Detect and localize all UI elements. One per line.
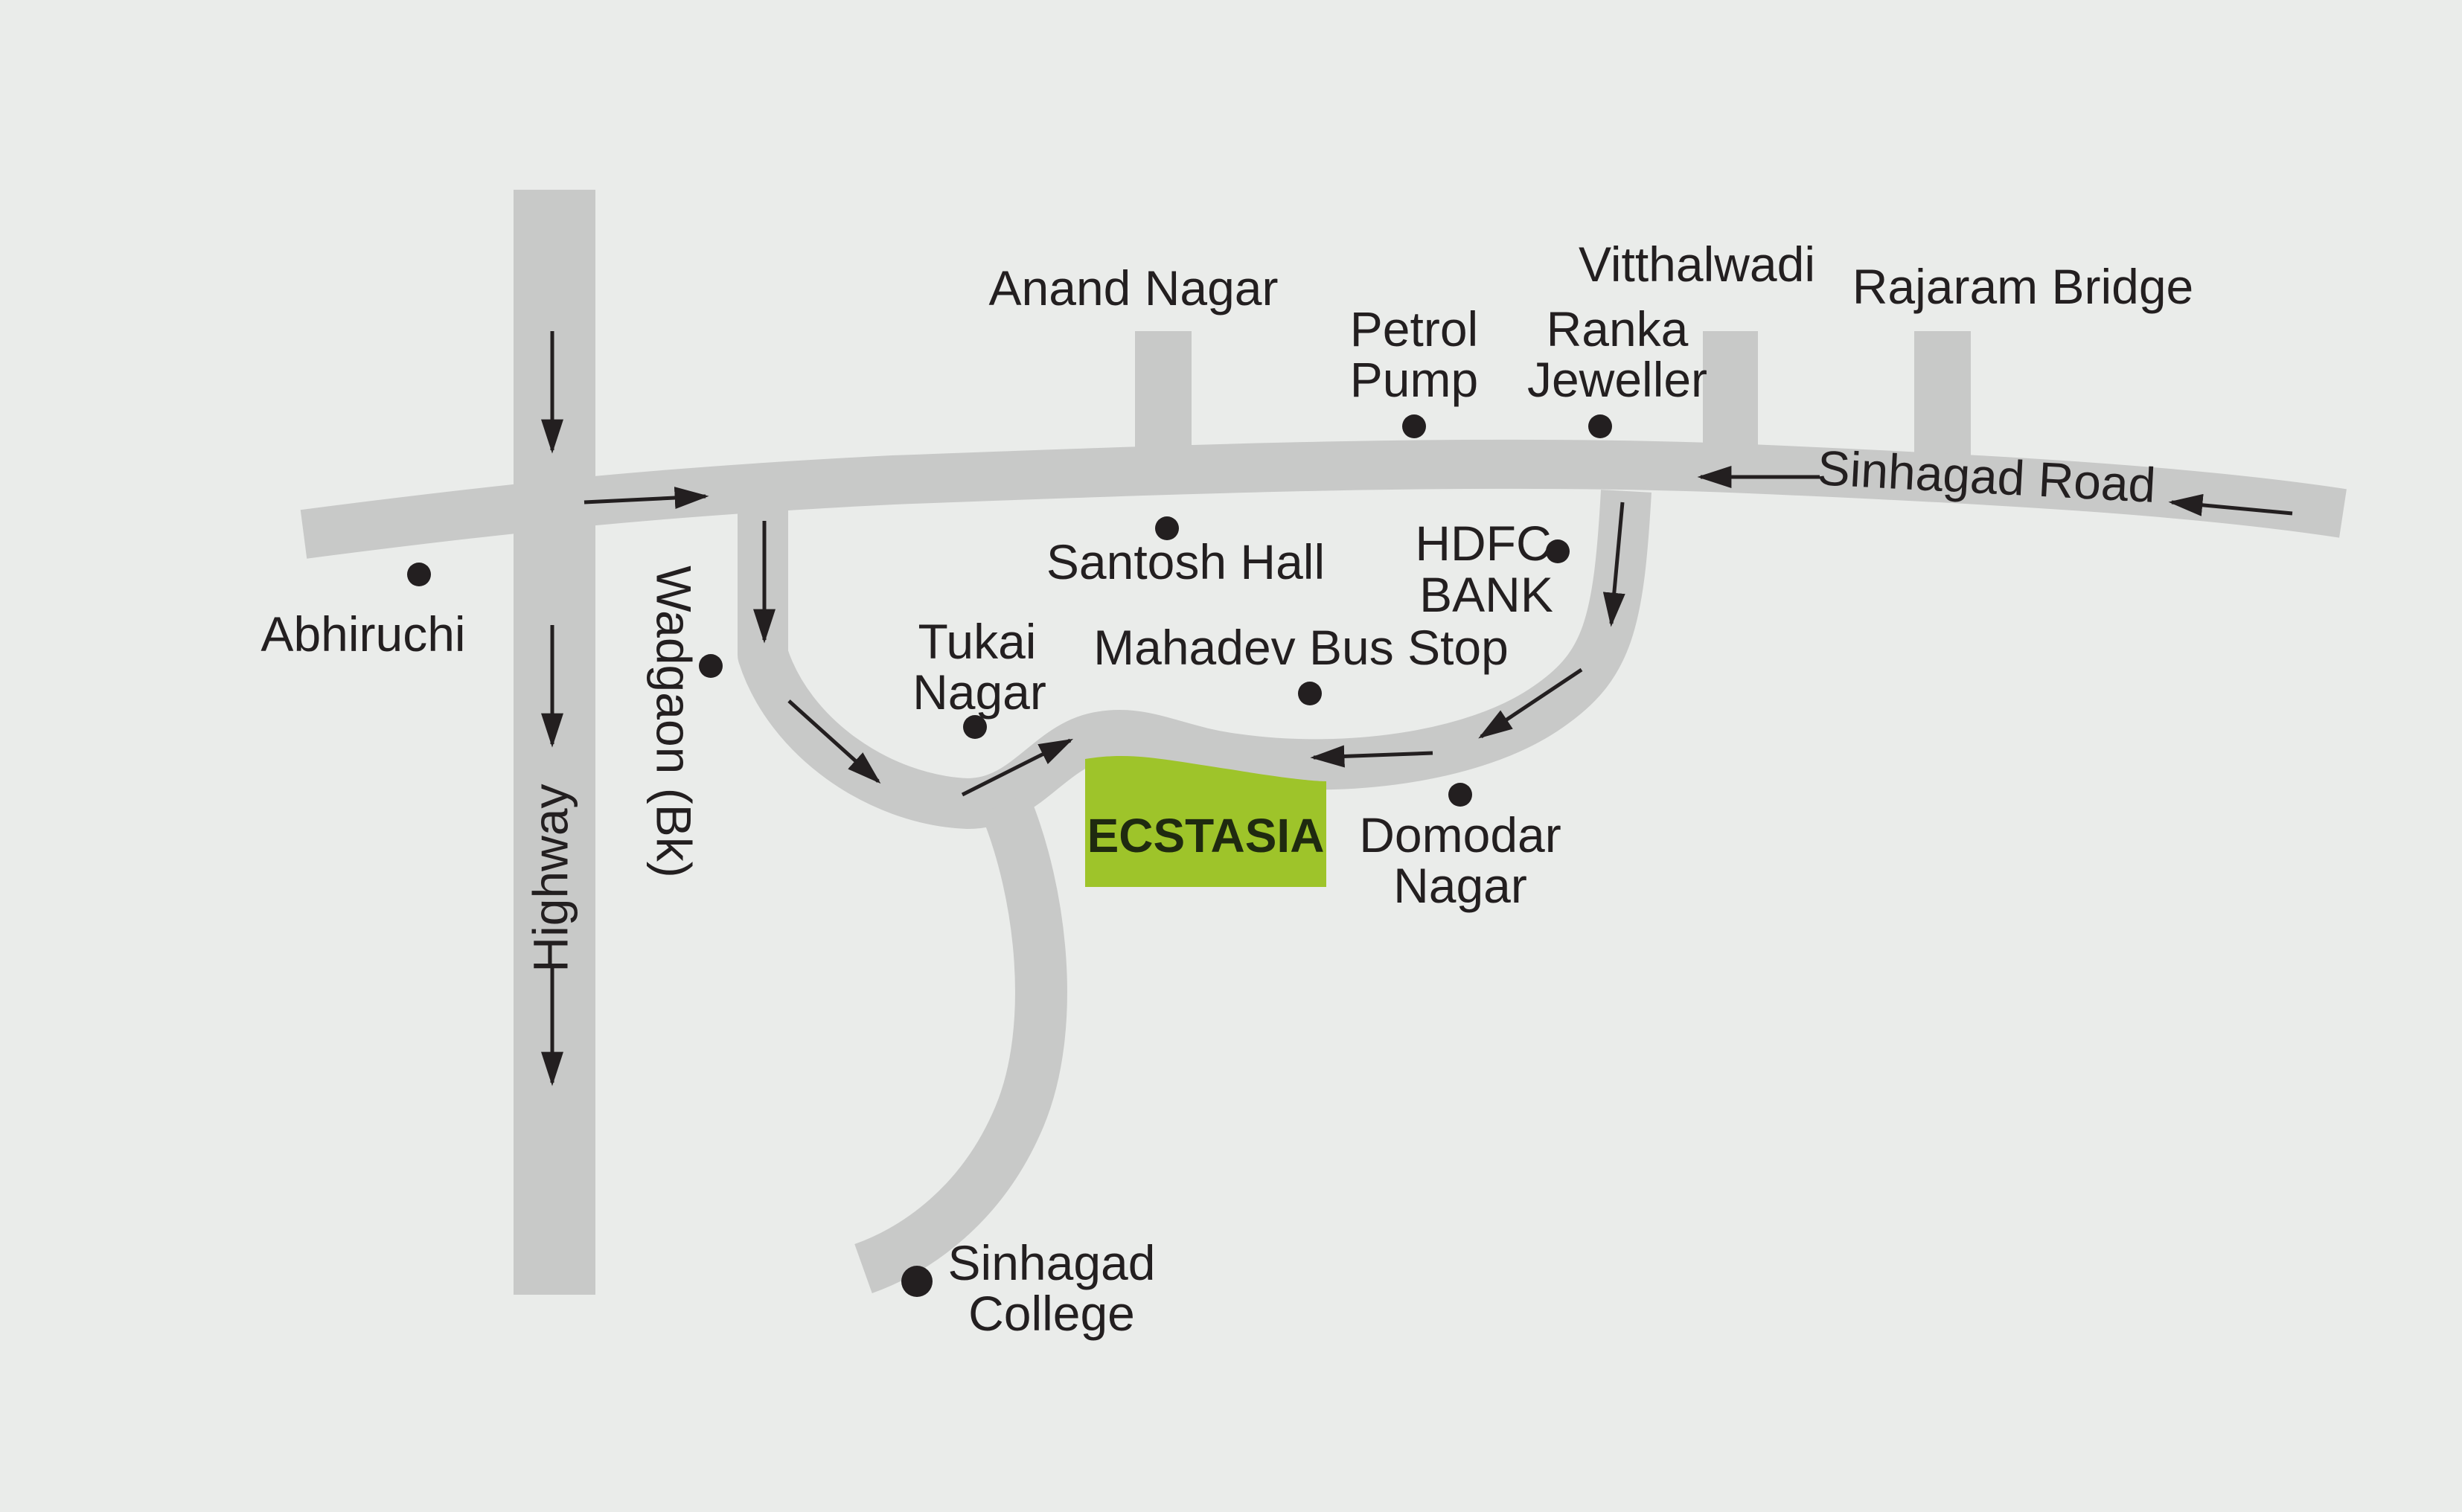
vitthalwadi-label: Vitthalwadi	[1579, 237, 1815, 292]
hdfc-label-line2: BANK	[1419, 567, 1553, 622]
ranka-label-line2: Jeweller	[1527, 352, 1707, 407]
santosh-hall-marker	[1155, 516, 1179, 540]
mahadev-bus-stop-marker	[1298, 682, 1322, 705]
tukai-label-line2: Nagar	[912, 664, 1046, 720]
arrow-sinhagad-road-right	[2168, 493, 2293, 516]
petrol-pump-marker	[1402, 414, 1426, 438]
arrow-to-destination	[961, 738, 1074, 797]
petrol-pump-label-line2: Pump	[1350, 352, 1478, 407]
wadgaon-loop-road	[738, 490, 1652, 829]
arrow-into-destination	[1310, 745, 1433, 768]
labels: Anand Nagar Petrol Pump Vitthalwadi Rank…	[260, 237, 2193, 1341]
sinhagad-road-label: Sinhagad Road	[1816, 440, 2157, 513]
petrol-pump-label-line1: Petrol	[1350, 301, 1478, 356]
sinhagad-college-marker	[901, 1266, 933, 1297]
rajaram-bridge-label: Rajaram Bridge	[1852, 259, 2194, 314]
domodar-label-line2: Nagar	[1393, 858, 1527, 913]
sinhagad-college-label-line2: College	[968, 1286, 1135, 1341]
arrow-domodar-curve	[1478, 667, 1583, 739]
hdfc-bank-marker	[1546, 539, 1570, 563]
domodar-nagar-marker	[1448, 783, 1472, 807]
roads	[300, 190, 2347, 1295]
abhiruchi-marker	[407, 563, 431, 586]
domodar-label-line1: Domodar	[1359, 807, 1561, 862]
santosh-hall-label: Santosh Hall	[1046, 534, 1325, 589]
tukai-nagar-marker	[963, 715, 987, 739]
ranka-label-line1: Ranka	[1547, 301, 1689, 356]
poi-markers	[407, 414, 1612, 1297]
tukai-label-line1: Tukai	[918, 614, 1037, 669]
ecstasia-label: ECSTASIA	[1087, 809, 1325, 862]
direction-arrows	[541, 331, 2293, 1086]
ranka-jeweller-marker	[1588, 414, 1612, 438]
highway-label: Highway	[522, 784, 578, 972]
arrow-loop-diagonal	[787, 699, 881, 784]
wadgaon-marker	[699, 654, 723, 678]
sinhagad-college-label-line1: Sinhagad	[948, 1235, 1156, 1290]
mahadev-bus-stop-label: Mahadev Bus Stop	[1093, 620, 1509, 675]
sinhagad-college-road	[854, 793, 1067, 1293]
hdfc-label-line1: HDFC	[1415, 516, 1551, 571]
arrow-ranka-down	[1602, 502, 1625, 627]
destination: ECSTASIA	[1085, 755, 1326, 887]
ecstasia-plot	[1085, 755, 1326, 887]
wadgaon-label: Wadgaon (Bk)	[647, 566, 702, 877]
abhiruchi-label: Abhiruchi	[260, 606, 465, 662]
arrow-to-wadgaon	[583, 487, 709, 510]
anand-nagar-label: Anand Nagar	[989, 260, 1279, 315]
